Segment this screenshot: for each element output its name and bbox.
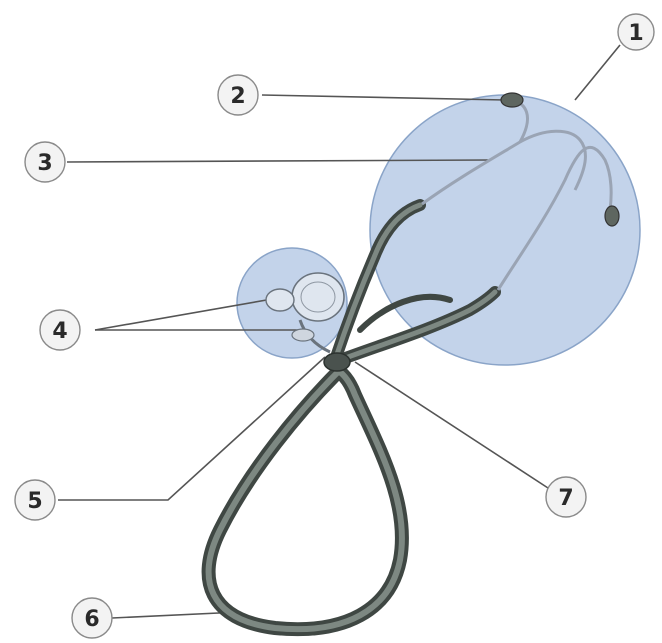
- callout-5: 5: [15, 480, 55, 520]
- callout-6: 6: [72, 598, 112, 638]
- bell: [266, 289, 294, 311]
- tubing-loop-highlight: [209, 372, 402, 629]
- callout-4: 4: [40, 310, 80, 350]
- callout-1: 1: [618, 14, 654, 50]
- callout-1-label: 1: [628, 21, 643, 46]
- diaphragm: [292, 273, 344, 321]
- chestpiece-base: [292, 329, 314, 341]
- eartip-right: [605, 206, 619, 226]
- callout-2-label: 2: [230, 84, 245, 109]
- callout-5-label: 5: [27, 489, 42, 514]
- callout-6-label: 6: [84, 607, 99, 632]
- callout-7: 7: [546, 477, 586, 517]
- leader-line-1: [575, 45, 620, 100]
- stethoscope-tubing: [209, 372, 402, 629]
- headset-highlight-circle: [370, 95, 640, 365]
- callout-3: 3: [25, 142, 65, 182]
- callout-4-label: 4: [52, 319, 67, 344]
- callout-7-label: 7: [558, 486, 573, 511]
- callout-3-label: 3: [37, 151, 52, 176]
- leader-line-2: [262, 95, 505, 100]
- callout-2: 2: [218, 75, 258, 115]
- y-junction: [324, 353, 350, 371]
- eartip-top: [501, 93, 523, 107]
